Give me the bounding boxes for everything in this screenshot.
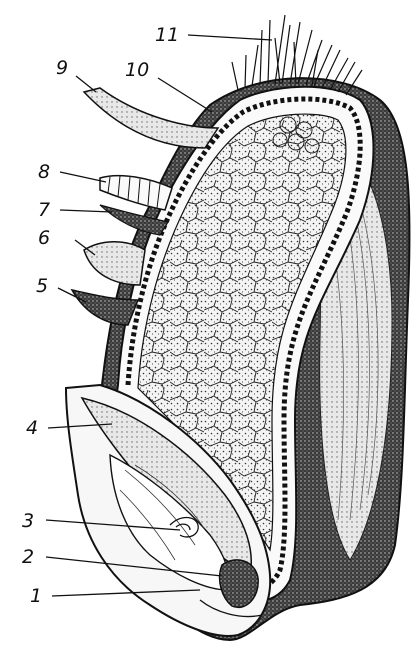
label-5: 5 bbox=[36, 275, 48, 297]
label-3: 3 bbox=[22, 510, 34, 532]
label-11: 11 bbox=[155, 24, 179, 46]
leader-line bbox=[188, 35, 272, 40]
label-6: 6 bbox=[38, 227, 50, 249]
leader-line bbox=[60, 172, 106, 182]
flap-6 bbox=[84, 242, 145, 285]
leader-line bbox=[60, 210, 112, 212]
label-8: 8 bbox=[38, 161, 50, 183]
leader-line bbox=[158, 78, 212, 112]
leader-line bbox=[76, 76, 96, 92]
label-10: 10 bbox=[125, 59, 149, 81]
label-7: 7 bbox=[38, 199, 50, 221]
label-9: 9 bbox=[56, 57, 68, 79]
label-1: 1 bbox=[30, 585, 42, 607]
label-4: 4 bbox=[26, 417, 38, 439]
label-2: 2 bbox=[22, 546, 34, 568]
